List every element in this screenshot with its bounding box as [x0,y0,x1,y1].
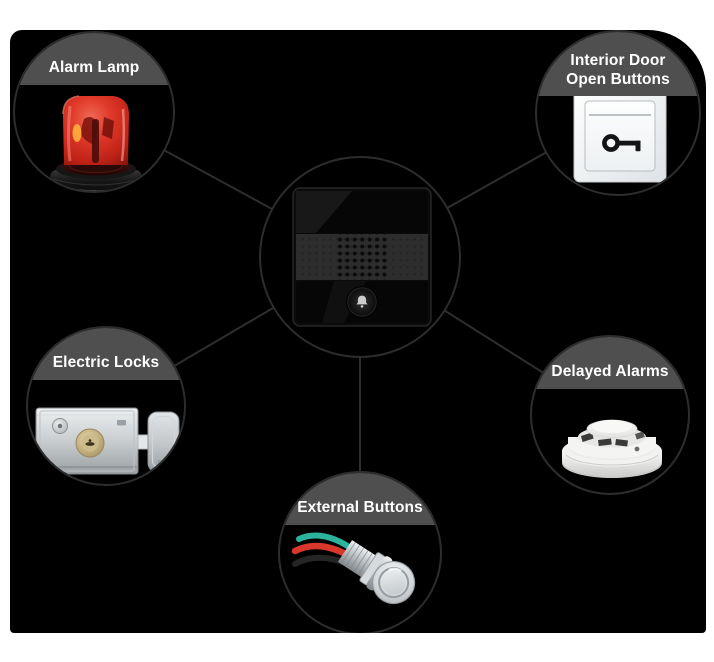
node-electric-locks: Electric Locks [26,326,186,486]
brass-key-cylinder [75,428,105,458]
node-label: Alarm Lamp [48,58,140,76]
node-central-intercom [259,156,461,358]
node-alarm-lamp: Alarm Lamp [13,31,175,193]
node-label-banner: Delayed Alarms [532,337,688,389]
node-label-banner: Alarm Lamp [15,33,173,85]
alarm-lamp-illustration [49,95,143,191]
detector-led [634,446,640,452]
node-external-buttons: External Buttons [278,471,442,633]
bell-icon [356,295,368,308]
node-label-banner: Interior Door Open Buttons [537,32,699,96]
node-label: Interior Door Open Buttons [566,52,670,88]
button-body [337,540,416,605]
push-button-illustration [291,532,416,605]
vent-slots [581,431,645,447]
smoke-detector-illustration [562,419,662,478]
door-open-button-illustration [573,89,667,183]
electric-lock-illustration [35,407,180,475]
key-icon [602,134,641,152]
intercom-illustration [292,187,432,327]
node-label: External Buttons [297,498,423,516]
node-label-banner: External Buttons [280,473,440,525]
node-delayed-alarms: Delayed Alarms [530,335,690,495]
node-label: Electric Locks [52,353,160,371]
node-interior-door-open-buttons: Interior Door Open Buttons [535,30,701,196]
node-label-banner: Electric Locks [28,328,184,380]
node-label: Delayed Alarms [551,362,669,380]
black-background-panel: Alarm Lamp [10,30,706,633]
